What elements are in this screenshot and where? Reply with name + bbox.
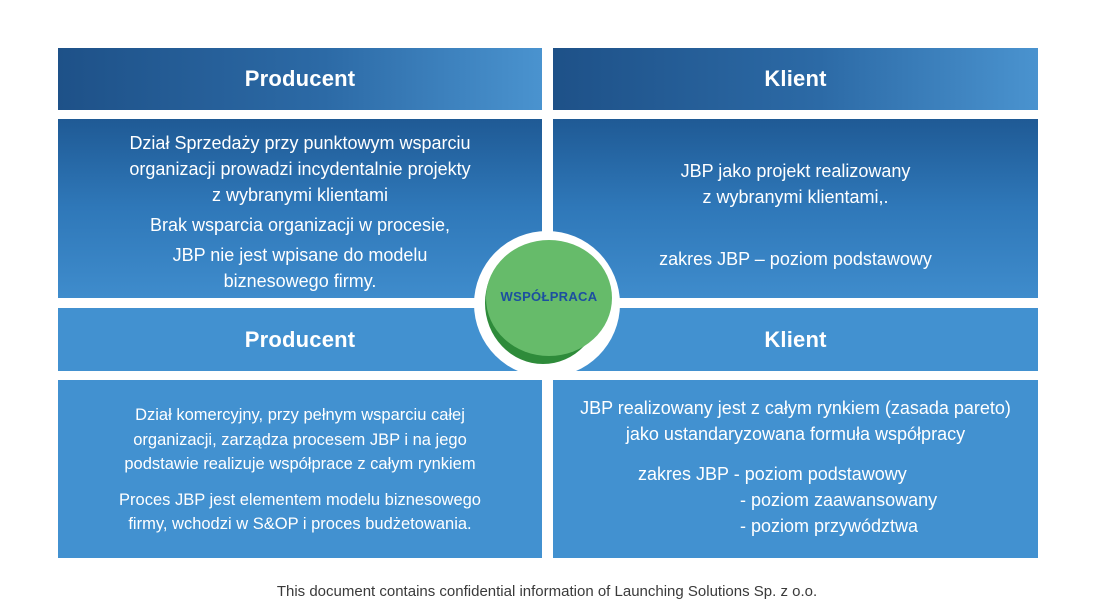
producent-header-top: Producent	[58, 48, 542, 110]
klient-header-bottom: Klient	[553, 308, 1038, 371]
text-line: zakres JBP – poziom podstawowy	[659, 249, 932, 269]
klient-header-bottom-label: Klient	[764, 326, 827, 352]
klient-body-top: JBP jako projekt realizowany z wybranymi…	[553, 119, 1038, 298]
center-circle	[486, 240, 612, 356]
producent-header-bottom: Producent	[58, 308, 542, 371]
text-line: firmy, wchodzi w S&OP i proces budżetowa…	[128, 515, 472, 533]
text-line: z wybranymi klientami,.	[702, 187, 889, 207]
text-line: - poziom zaawansowany	[740, 490, 938, 510]
producent-body-top: Dział Sprzedaży przy punktowym wsparciu …	[58, 119, 542, 298]
klient-header-top: Klient	[553, 48, 1038, 110]
text-line: organizacji prowadzi incydentalnie proje…	[129, 159, 471, 179]
confidentiality-footer: This document contains confidential info…	[276, 583, 818, 600]
text-line: podstawie realizuje współprace z całym r…	[124, 455, 476, 473]
klient-header-top-label: Klient	[764, 66, 827, 91]
text-line: biznesowego firmy.	[223, 271, 377, 291]
text-line: organizacji, zarządza procesem JBP i na …	[133, 431, 467, 449]
text-line: Proces JBP jest elementem modelu bizneso…	[119, 491, 481, 509]
text-line: Dział Sprzedaży przy punktowym wsparciu	[129, 133, 471, 153]
producent-body-bottom: Dział komercyjny, przy pełnym wsparciu c…	[58, 380, 542, 558]
text-line: Dział komercyjny, przy pełnym wsparciu c…	[135, 406, 465, 424]
producent-header-bottom-label: Producent	[244, 326, 356, 352]
text-line: - poziom przywództwa	[740, 516, 919, 536]
text-line: jako ustandaryzowana formuła współpracy	[625, 424, 966, 444]
klient-body-bottom: JBP realizowany jest z całym rynkiem (za…	[553, 380, 1038, 558]
producent-header-top-label: Producent	[244, 66, 356, 91]
text-line: z wybranymi klientami	[211, 185, 389, 205]
text-line: JBP nie jest wpisane do modelu	[172, 245, 428, 265]
text-line: zakres JBP - poziom podstawowy	[638, 464, 907, 484]
center-label: WSPÓŁPRACA	[500, 289, 598, 304]
text-line: Brak wsparcia organizacji w procesie,	[149, 215, 451, 235]
text-line: JBP jako projekt realizowany	[680, 161, 911, 181]
text-line: JBP realizowany jest z całym rynkiem (za…	[580, 398, 1011, 418]
